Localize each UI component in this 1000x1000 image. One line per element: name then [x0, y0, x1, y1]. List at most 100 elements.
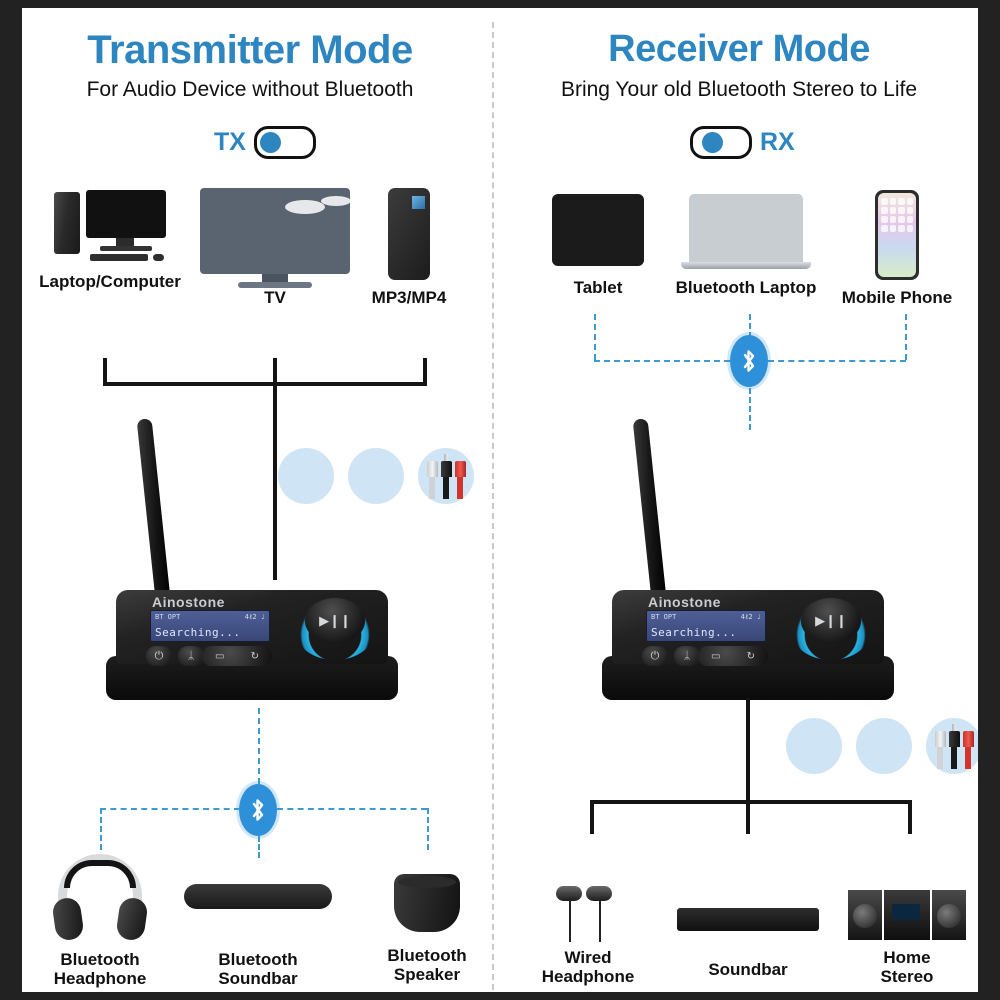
toggle-switch-icon[interactable] — [690, 126, 752, 159]
toggle-knob — [259, 132, 281, 153]
play-pause-icon: ▶❙❙ — [815, 613, 847, 628]
audio-cable — [423, 358, 427, 386]
television-icon — [200, 188, 409, 288]
bt-link-horizontal — [277, 808, 427, 810]
audio-cable — [273, 358, 277, 386]
lcd-status-left: BT OPT — [651, 613, 677, 621]
power-icon: ⏻ — [154, 649, 164, 662]
transmitter-title: Transmitter Mode — [87, 28, 413, 72]
output-device-soundbar: Soundbar — [676, 864, 820, 979]
rca-stereo-jack-icon — [926, 718, 978, 774]
bluetooth-icon: ᛦ — [683, 650, 691, 662]
optical-toslink-jack-icon — [856, 718, 912, 774]
3.5mm-aux-jack-icon — [278, 448, 334, 504]
antenna-icon — [136, 418, 171, 605]
lcd-status-left: BT OPT — [155, 613, 181, 621]
output-device-bt-soundbar: Bluetooth Soundbar — [184, 854, 332, 988]
power-button[interactable]: ⏻ — [642, 646, 668, 666]
bt-link-vertical — [749, 388, 751, 430]
output-device-label-line2: Stereo — [880, 967, 934, 987]
bluetooth-pair-button[interactable]: ᛦ — [674, 646, 700, 666]
lcd-status-right: 4ℓ2 ♩ — [244, 613, 265, 621]
loop-mode-icon: ↻ — [746, 650, 755, 662]
bluetooth-icon — [239, 784, 277, 836]
source-device-label: MP3/MP4 — [371, 288, 447, 307]
output-device-wired-headphone: Wired Headphone — [520, 864, 656, 986]
source-device-mp3: MP3/MP4 — [354, 188, 464, 307]
source-device-tv: TV — [190, 188, 409, 307]
lcd-message: Searching... — [651, 626, 737, 639]
output-device-label-line1: Bluetooth — [218, 950, 298, 969]
bt-link-vertical — [100, 808, 102, 850]
desktop-computer-icon — [54, 188, 166, 264]
source-device-label: Tablet — [573, 278, 623, 297]
mode-buttons[interactable]: ▭ ↻ — [698, 646, 768, 666]
power-icon: ⏻ — [650, 649, 660, 662]
soundbar-icon — [184, 854, 332, 946]
bt-link-horizontal — [594, 360, 730, 362]
mp3-player-icon — [388, 188, 430, 282]
supported-connectors-rx — [786, 718, 978, 774]
rx-mode-toggle-row[interactable]: RX — [690, 126, 795, 159]
home-stereo-icon — [848, 864, 966, 946]
tablet-icon — [552, 194, 644, 272]
3.5mm-aux-jack-icon — [786, 718, 842, 774]
bt-link-vertical — [594, 314, 596, 360]
bt-link-vertical — [258, 836, 260, 858]
optical-toslink-jack-icon — [348, 448, 404, 504]
output-device-label-line2: Headphone — [541, 967, 635, 987]
source-device-phone: Mobile Phone — [830, 190, 964, 307]
play-pause-knob[interactable]: ▶❙❙ — [296, 598, 374, 660]
device-brand-label: Ainostone — [648, 594, 721, 610]
output-device-label-line2: Headphone — [53, 969, 147, 989]
play-pause-icon: ▶❙❙ — [319, 613, 351, 628]
output-device-bt-headphone: Bluetooth Headphone — [34, 854, 166, 988]
rx-toggle-label: RX — [760, 128, 795, 156]
tx-toggle-label: TX — [214, 128, 246, 156]
source-device-tablet: Tablet — [528, 194, 668, 297]
audio-cable-bus — [590, 800, 912, 804]
infographic-canvas: Transmitter Mode For Audio Device withou… — [22, 8, 978, 992]
mobile-phone-icon — [875, 190, 919, 282]
power-button[interactable]: ⏻ — [146, 646, 172, 666]
output-device-label-line2: Speaker — [393, 965, 461, 985]
headphones-icon — [50, 854, 150, 946]
source-device-label: Bluetooth Laptop — [675, 278, 817, 297]
input-mode-icon: ▭ — [215, 650, 225, 662]
bluetooth-adapter-device-rx: Ainostone BT OPT 4ℓ2 ♩ Searching... ⏻ ᛦ … — [602, 418, 894, 700]
source-device-label: Mobile Phone — [841, 288, 953, 307]
antenna-icon — [632, 418, 667, 605]
laptop-icon — [681, 194, 811, 272]
device-brand-label: Ainostone — [152, 594, 225, 610]
bluetooth-adapter-device-tx: Ainostone BT OPT 4ℓ2 ♩ Searching... ⏻ ᛦ … — [106, 418, 398, 700]
audio-cable-from-device — [746, 698, 750, 804]
bt-link-horizontal — [768, 360, 906, 362]
source-device-laptop: Bluetooth Laptop — [670, 194, 822, 297]
receiver-panel: Receiver Mode Bring Your old Bluetooth S… — [500, 8, 978, 992]
mode-buttons[interactable]: ▭ ↻ — [202, 646, 272, 666]
bluetooth-icon: ᛦ — [187, 650, 195, 662]
bt-link-vertical — [905, 314, 907, 360]
input-mode-icon: ▭ — [711, 650, 721, 662]
toggle-switch-icon[interactable] — [253, 126, 316, 159]
bt-link-vertical — [427, 808, 429, 850]
receiver-title: Receiver Mode — [608, 28, 870, 70]
output-device-label-line1: Bluetooth — [387, 946, 467, 965]
play-pause-knob[interactable]: ▶❙❙ — [792, 598, 870, 660]
audio-cable — [103, 358, 107, 386]
bluetooth-icon — [730, 335, 768, 387]
transmitter-panel: Transmitter Mode For Audio Device withou… — [22, 8, 478, 992]
output-device-label-line1: Bluetooth — [60, 950, 140, 969]
receiver-subtitle: Bring Your old Bluetooth Stereo to Life — [560, 78, 918, 101]
device-lcd-screen: BT OPT 4ℓ2 ♩ Searching... — [150, 610, 270, 642]
audio-cable — [590, 800, 594, 834]
tx-mode-toggle-row[interactable]: TX — [214, 126, 316, 159]
source-device-label: Laptop/Computer — [39, 272, 181, 291]
panel-divider — [492, 22, 494, 990]
audio-cable — [908, 800, 912, 834]
output-device-bt-speaker: Bluetooth Speaker — [362, 848, 492, 984]
bluetooth-pair-button[interactable]: ᛦ — [178, 646, 204, 666]
loop-mode-icon: ↻ — [250, 650, 259, 662]
output-device-home-stereo: Home Stereo — [838, 864, 976, 986]
